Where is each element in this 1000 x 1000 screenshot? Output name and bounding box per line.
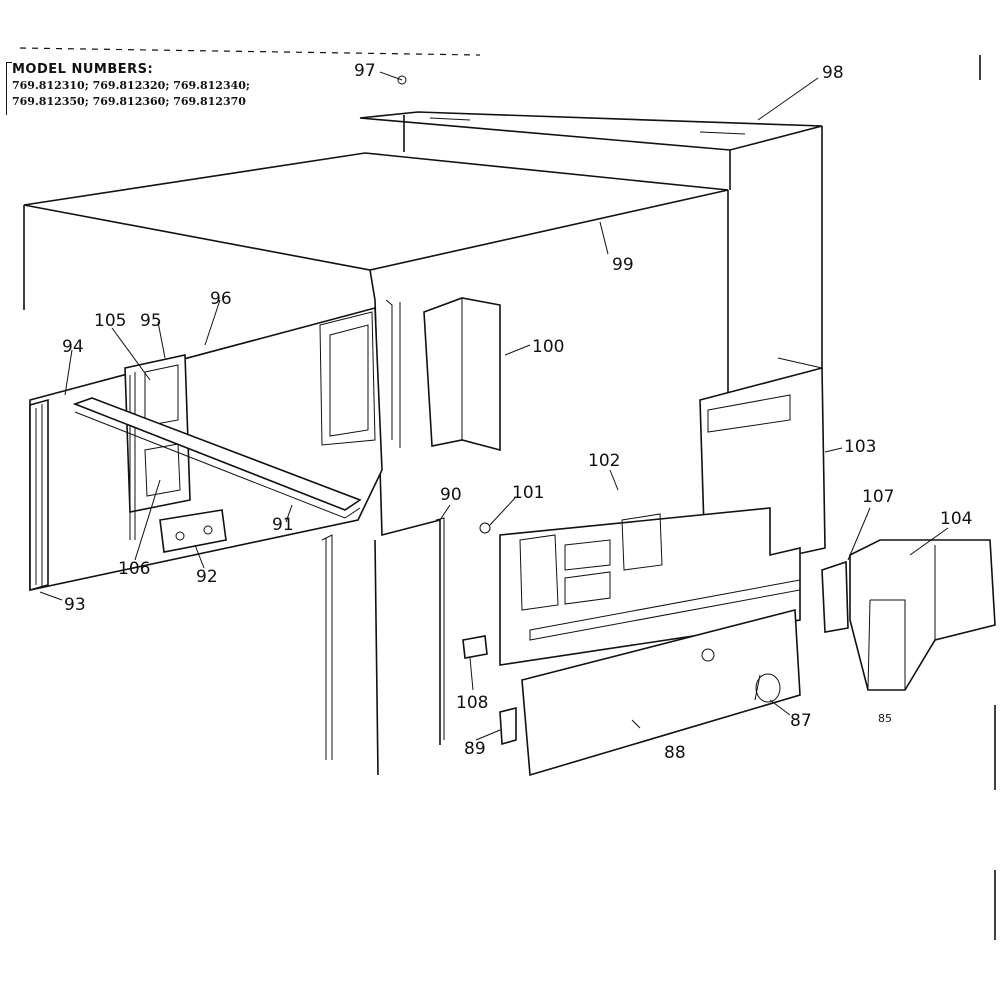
right-margin-marks — [979, 55, 996, 940]
callout-108: 108 — [456, 693, 488, 713]
leader-lines — [39, 71, 949, 741]
part-104-duct — [849, 539, 996, 691]
callout-101: 101 — [512, 483, 544, 503]
callout-85: 85 — [878, 712, 892, 725]
callout-98: 98 — [822, 63, 844, 83]
callout-89: 89 — [464, 739, 486, 759]
part-92-plate — [159, 509, 227, 553]
callout-96: 96 — [210, 289, 232, 309]
callout-105: 105 — [94, 311, 126, 331]
part-99-top-panel — [23, 152, 729, 271]
part-98-top-cover — [359, 111, 823, 151]
part-89-clip — [499, 706, 517, 746]
callout-99: 99 — [612, 255, 634, 275]
model-numbers-line-1: 769.812310; 769.812320; 769.812340; — [12, 79, 250, 92]
callout-100: 100 — [532, 337, 564, 357]
callout-91: 91 — [272, 515, 294, 535]
part-100-channel — [385, 297, 501, 452]
model-numbers-header: MODEL NUMBERS: 769.812310; 769.812320; 7… — [12, 62, 250, 110]
callout-102: 102 — [588, 451, 620, 471]
part-87-knob — [754, 673, 781, 703]
callout-88: 88 — [664, 743, 686, 763]
callout-107: 107 — [862, 487, 894, 507]
callout-103: 103 — [844, 437, 876, 457]
part-108-clip — [462, 635, 488, 659]
callout-94: 94 — [62, 337, 84, 357]
callout-97: 97 — [354, 61, 376, 81]
model-numbers-title: MODEL NUMBERS: — [12, 62, 154, 77]
part-101-screw — [479, 522, 491, 534]
callout-87: 87 — [790, 711, 812, 731]
part-88-front-panel — [521, 608, 801, 777]
top-edge-dashes — [19, 47, 481, 56]
part-107-bracket — [821, 560, 849, 633]
part-94-left-frame — [29, 398, 49, 592]
callout-95: 95 — [140, 311, 162, 331]
header-bracket — [6, 62, 12, 115]
part-97-screw — [397, 75, 407, 85]
callout-90: 90 — [440, 485, 462, 505]
callout-104: 104 — [940, 509, 972, 529]
part-91-bar — [72, 397, 362, 519]
callout-93: 93 — [64, 595, 86, 615]
part-102-control-panel — [499, 507, 801, 666]
callout-106: 106 — [118, 559, 150, 579]
part-90-post — [321, 517, 445, 760]
callout-92: 92 — [196, 567, 218, 587]
model-numbers-line-2: 769.812350; 769.812360; 769.812370 — [12, 95, 246, 108]
